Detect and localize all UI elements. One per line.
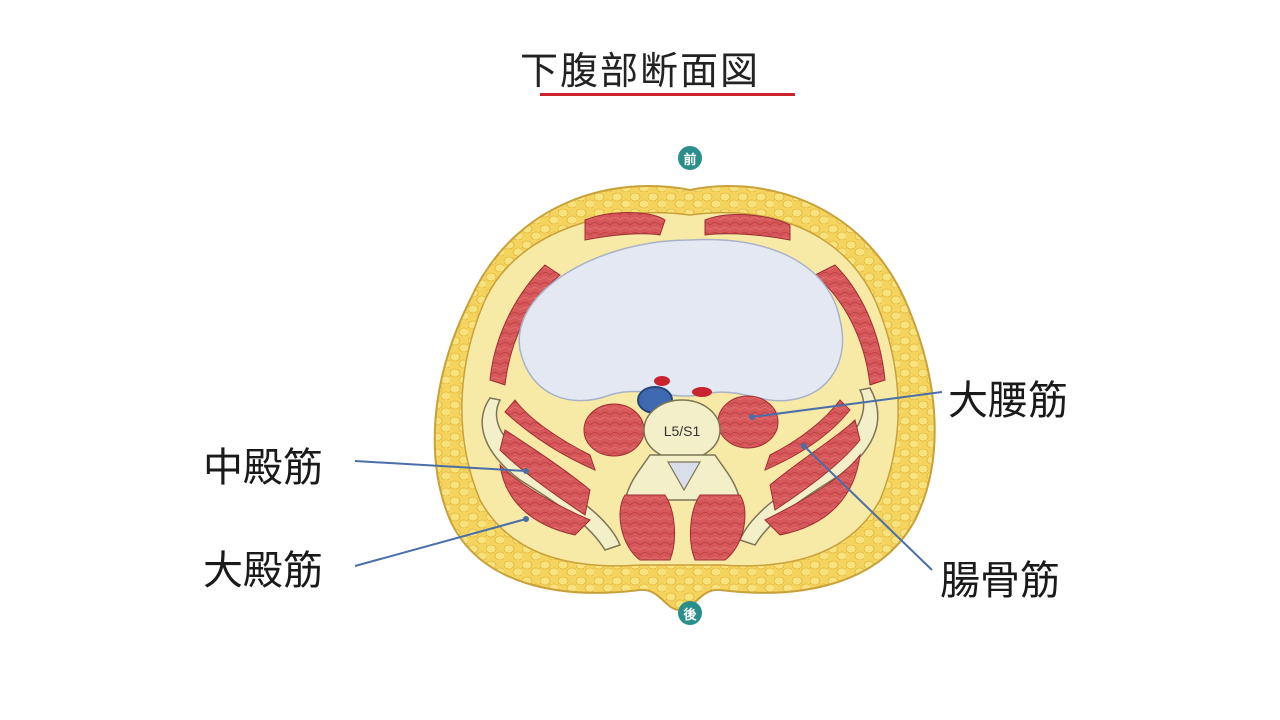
gluteus-maximus-muscle-right [764,453,861,536]
gluteus-maximus-muscle [499,463,591,536]
pointer-iliacus-dot [801,443,807,449]
pointer-gluteus-maximus-dot [523,516,529,522]
iliacus-muscle-left [504,399,596,471]
page-title: 下腹部断面図 [519,49,760,93]
pointer-psoas [751,391,943,418]
spinal-canal [666,461,702,492]
rectus-left [584,212,666,241]
pointer-gluteus-medius-dot [523,468,529,474]
vertebra-label: L5/S1 [664,423,701,439]
iliacus-muscle [764,399,851,471]
erector-spinae-right [690,494,746,561]
gluteus-medius-muscle-right [769,419,861,511]
gluteus-medius-muscle [499,429,591,516]
back-orientation-badge: 後 [678,601,702,625]
psoas-major-left [583,403,645,457]
pointer-gluteus-maximus [354,518,527,567]
title-underline [540,93,795,96]
label-gluteus-medius: 中殿筋 [203,445,323,491]
obliques-right [814,264,886,386]
label-gluteus-maximus: 大殿筋 [203,548,323,594]
pointer-gluteus-medius [354,460,527,472]
label-psoas-major: 大腰筋 [948,378,1068,424]
rectus-right [704,214,791,241]
artery-left [654,376,670,386]
artery-right [692,387,712,397]
label-iliacus: 腸骨筋 [940,558,1060,604]
psoas-major-right [717,395,779,449]
pointer-iliacus [803,445,933,571]
front-orientation-badge: 前 [678,146,702,170]
pointer-psoas-dot [749,414,755,420]
erector-spinae-left [619,494,675,561]
